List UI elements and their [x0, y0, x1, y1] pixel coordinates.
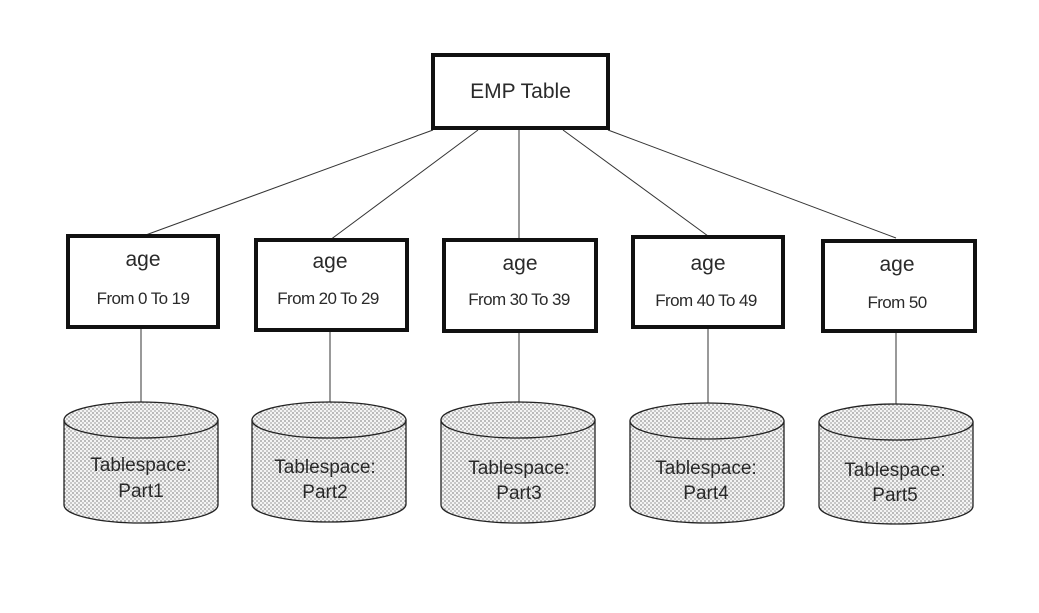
partition-node-2: age From 20 To 29: [254, 238, 409, 332]
tablespace-label-1: Tablespace:: [90, 455, 191, 476]
tablespace-cylinder-5: Tablespace: Part5: [818, 403, 974, 525]
partition-key-1: age: [125, 248, 160, 271]
partition-node-3: age From 30 To 39: [442, 238, 598, 333]
tablespace-part-4: Part4: [683, 483, 729, 504]
cylinder-top-1: [63, 401, 219, 439]
connector-root-part2: [329, 129, 479, 241]
tablespace-part-3: Part3: [496, 483, 541, 504]
partition-box-4: [631, 235, 785, 329]
root-connectors: [142, 129, 897, 241]
cylinder-body-1: [63, 419, 219, 524]
tablespace-label-3: Tablespace:: [468, 458, 569, 479]
partition-range-3: From 30 To 39: [468, 290, 570, 309]
emp-table-box: [431, 53, 610, 130]
cylinder-top-4: [629, 402, 785, 440]
tablespace-label-4: Tablespace:: [655, 458, 756, 479]
partition-range-4: From 40 To 49: [655, 291, 757, 310]
partition-key-3: age: [502, 252, 537, 275]
tablespace-label-2: Tablespace:: [274, 457, 375, 478]
tablespace-cylinder-1: Tablespace: Part1: [63, 401, 219, 524]
cylinder-top-2: [251, 401, 407, 439]
cylinder-top-5: [818, 403, 974, 441]
partition-box-2: [254, 238, 409, 332]
partition-node-5: age From 50: [821, 239, 977, 333]
partition-range-2: From 20 To 29: [277, 289, 379, 308]
tablespace-part-2: Part2: [302, 482, 347, 503]
tablespace-part-5: Part5: [872, 485, 917, 506]
cylinder-body-2: [251, 419, 407, 523]
partition-key-5: age: [879, 253, 914, 276]
partition-node-4: age From 40 To 49: [631, 235, 785, 329]
cylinder-body-3: [440, 419, 596, 524]
partition-key-2: age: [312, 250, 347, 273]
partition-range-1: From 0 To 19: [97, 289, 190, 308]
tablespace-label-5: Tablespace:: [844, 460, 945, 481]
partition-box-1: [66, 234, 220, 329]
connector-root-part5: [607, 129, 897, 239]
cylinder-body-5: [818, 421, 974, 525]
cylinder-body-4: [629, 420, 785, 524]
partition-box-3: [442, 238, 598, 333]
cylinder-top-3: [440, 401, 596, 439]
partition-key-4: age: [690, 252, 725, 275]
connector-root-part4: [562, 129, 709, 237]
emp-table-node: EMP Table: [431, 53, 610, 130]
partition-node-1: age From 0 To 19: [66, 234, 220, 329]
emp-table-label: EMP Table: [470, 80, 571, 103]
partition-box-5: [821, 239, 977, 333]
tablespace-cylinder-3: Tablespace: Part3: [440, 401, 596, 524]
tablespace-cylinder-4: Tablespace: Part4: [629, 402, 785, 524]
tablespace-cylinder-2: Tablespace: Part2: [251, 401, 407, 523]
tablespace-part-1: Part1: [118, 481, 163, 502]
partition-range-5: From 50: [867, 293, 926, 312]
connector-root-part1: [142, 129, 434, 237]
